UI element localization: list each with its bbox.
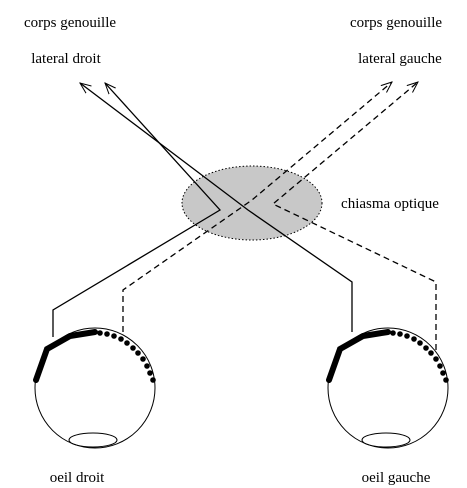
left-eye-nasal-pathway <box>80 83 353 332</box>
right-lgn-label-line1: corps genouille <box>24 15 116 31</box>
right-eye-globe <box>34 327 156 449</box>
left-eye <box>326 327 449 449</box>
right-eye-nasal-retina <box>97 330 156 383</box>
left-eye-lens <box>361 432 411 448</box>
left-eye-temporal-retina <box>390 330 449 383</box>
chiasma-ellipse <box>181 165 323 241</box>
left-eye-temporal-pathway <box>271 82 437 350</box>
chiasma-label: chiasma optique <box>341 196 439 212</box>
right-eye-nasal-pathway <box>122 82 392 332</box>
right-eye-label: oeil droit <box>50 470 105 486</box>
left-eye-label: oeil gauche <box>362 470 431 486</box>
right-eye <box>33 327 156 449</box>
right-eye-temporal-pathway <box>52 83 222 337</box>
right-lgn-label-line2: lateral droit <box>31 51 101 67</box>
left-lgn-label-line2: lateral gauche <box>358 51 442 67</box>
left-eye-nasal-retina <box>326 329 391 383</box>
left-eye-globe <box>327 327 449 449</box>
right-eye-lens <box>68 432 118 448</box>
left-lgn-label-line1: corps genouille <box>350 15 442 31</box>
right-eye-temporal-retina <box>33 329 98 383</box>
